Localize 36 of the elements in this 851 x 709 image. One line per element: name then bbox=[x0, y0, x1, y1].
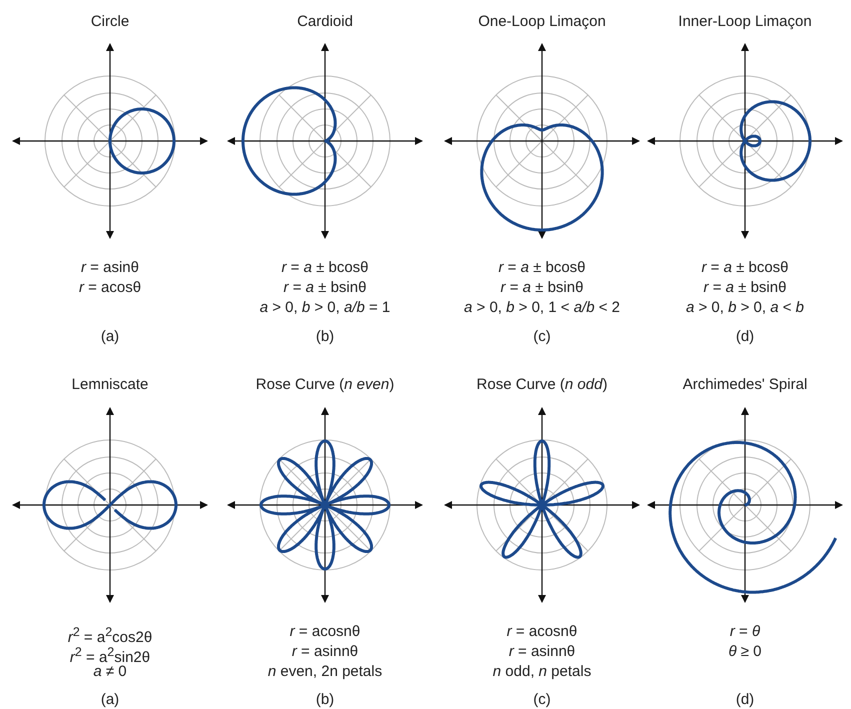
formula-text: r = a ± bsinθ bbox=[500, 278, 584, 298]
panel-letter: (b) bbox=[314, 327, 336, 347]
panel-letter: (c) bbox=[532, 327, 552, 347]
plot-title: Rose Curve (n odd) bbox=[476, 375, 608, 395]
formula-text: r = θ bbox=[728, 622, 762, 642]
plot-title: Inner-Loop Limaçon bbox=[677, 12, 813, 32]
formula-text: a > 0, b > 0, a < b bbox=[684, 298, 806, 318]
formula-text: n even, 2n petals bbox=[266, 662, 384, 682]
formula-text: r = a ± bcosθ bbox=[497, 258, 587, 278]
panel-letter: (a) bbox=[100, 690, 120, 709]
formula-text: r = a ± bcosθ bbox=[700, 258, 790, 278]
formula-text: n odd, n petals bbox=[492, 662, 592, 682]
plot-title: Lemniscate bbox=[70, 375, 150, 395]
formula-text: r = a ± bcosθ bbox=[280, 258, 370, 278]
panel-letter: (d) bbox=[734, 690, 756, 709]
plot-title: Circle bbox=[90, 12, 130, 32]
panel-letter: (d) bbox=[734, 327, 756, 347]
plot-title: Archimedes' Spiral bbox=[682, 375, 808, 395]
panel-letter: (b) bbox=[314, 690, 336, 709]
formula-text: a > 0, b > 0, a/b = 1 bbox=[258, 298, 392, 318]
formula-text: θ ≥ 0 bbox=[727, 642, 763, 662]
plot-title: Rose Curve (n even) bbox=[254, 375, 396, 395]
formula-text: r$^{2}$ = a$^{2}$cos2θ bbox=[66, 624, 154, 647]
formula-text: r = asinnθ bbox=[508, 642, 576, 662]
formula-text: r = acosnθ bbox=[506, 622, 578, 642]
formula-text: r = acosnθ bbox=[288, 622, 362, 642]
panel-letter: (a) bbox=[100, 327, 120, 347]
formula-text: a > 0, b > 0, 1 < a/b < 2 bbox=[463, 298, 621, 318]
formula-text: r = asinnθ bbox=[290, 642, 360, 662]
formula-text: r = asinθ bbox=[80, 258, 140, 278]
formula-text: r = a ± bsinθ bbox=[282, 278, 368, 298]
formula-text: r = a ± bsinθ bbox=[702, 278, 788, 298]
plot-title: One-Loop Limaçon bbox=[477, 12, 607, 32]
panel-letter: (c) bbox=[532, 690, 552, 709]
formula-text: r = acosθ bbox=[78, 278, 142, 298]
plot-title: Cardioid bbox=[296, 12, 354, 32]
